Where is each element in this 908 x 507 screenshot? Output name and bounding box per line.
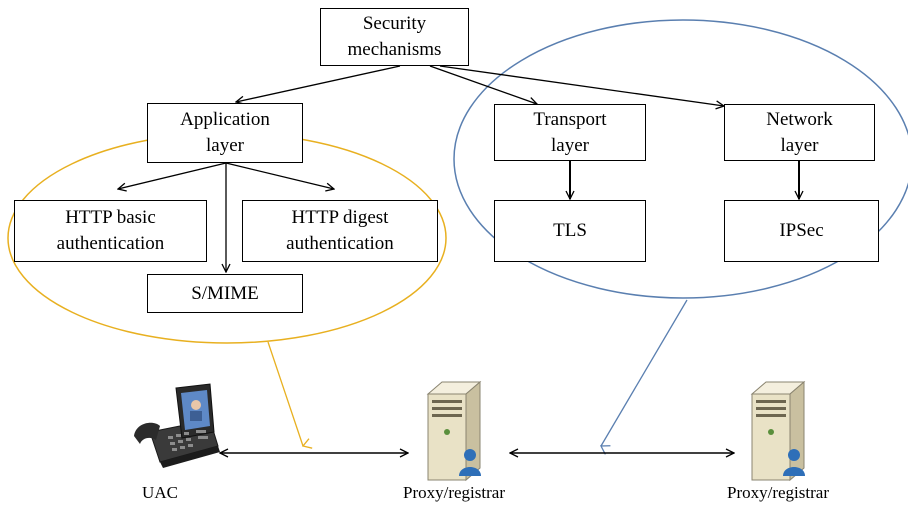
arrow-security-to-network (439, 65, 724, 106)
arrow-application-to-http-basic (118, 162, 227, 189)
node-transport-layer: Transport layer (494, 104, 646, 161)
callout-application-to-link (267, 341, 313, 449)
server-icon-proxy2 (750, 380, 806, 482)
callout-transport-to-link (599, 299, 688, 455)
node-smime: S/MIME (147, 274, 303, 313)
node-label: Application layer (180, 109, 270, 156)
node-label: Security mechanisms (347, 13, 442, 60)
user-icon (783, 449, 805, 476)
proxy2-label: Proxy/registrar (727, 483, 829, 502)
node-label: IPSec (779, 220, 824, 242)
node-application-layer: Application layer (147, 103, 303, 163)
node-http-digest: HTTP digest authentication (242, 200, 438, 262)
proxy1-label: Proxy/registrar (403, 483, 505, 502)
node-http-basic: HTTP basic authentication (14, 200, 207, 262)
ip-phone-icon (134, 383, 220, 468)
arrow-security-to-application (236, 65, 401, 102)
server-icon-proxy1 (426, 380, 482, 482)
node-security-mechanisms: Security mechanisms (320, 8, 469, 66)
node-label: HTTP basic authentication (56, 207, 165, 254)
node-label: HTTP digest authentication (286, 207, 394, 254)
node-label: S/MIME (191, 282, 259, 304)
node-label: Transport layer (533, 108, 607, 156)
arrow-application-to-http-digest (225, 162, 334, 189)
uac-label: UAC (142, 483, 178, 502)
node-tls: TLS (494, 200, 646, 262)
user-icon (459, 449, 481, 476)
node-network-layer: Network layer (724, 104, 875, 161)
node-label: Network layer (766, 108, 833, 156)
transport-network-ellipse (453, 19, 908, 299)
node-ipsec: IPSec (724, 200, 879, 262)
arrow-security-to-transport (429, 65, 537, 104)
node-label: TLS (553, 220, 587, 242)
